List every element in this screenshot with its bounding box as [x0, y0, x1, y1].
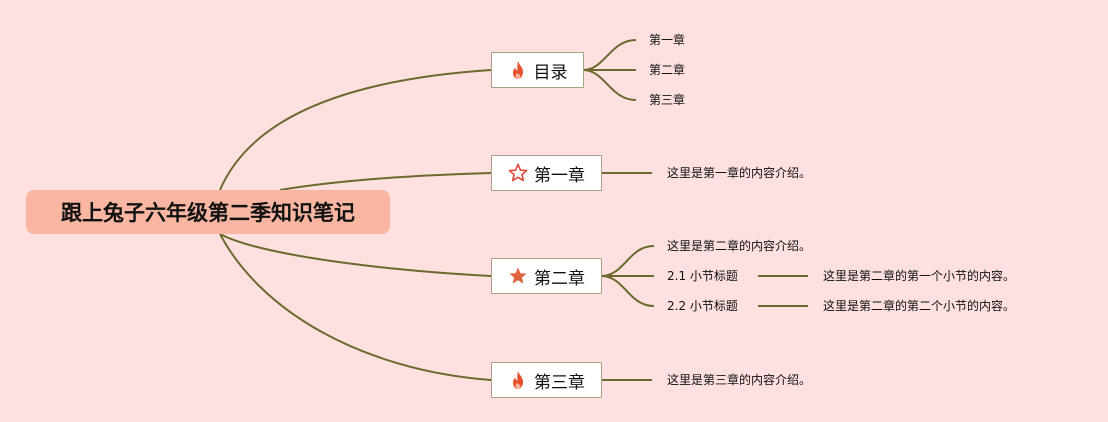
root-link-ch2 — [219, 233, 492, 277]
toc-link-1 — [582, 39, 637, 71]
section-2-2-title[interactable]: 2.2 小节标题 — [667, 299, 738, 313]
section-2-2-content[interactable]: 这里是第二章的第二个小节的内容。 — [823, 299, 1016, 313]
toc-item[interactable]: 第一章 — [649, 33, 686, 47]
fire-icon — [508, 60, 528, 80]
fire-icon — [508, 370, 528, 390]
toc-item[interactable]: 第二章 — [649, 63, 686, 77]
star-outline-icon — [508, 163, 528, 183]
topic-chapter-3[interactable]: 第三章 — [491, 362, 602, 398]
ch2-link-1 — [600, 245, 655, 277]
star-filled-icon — [508, 266, 528, 286]
section-2-1-content[interactable]: 这里是第二章的第一个小节的内容。 — [823, 269, 1016, 283]
topic-label: 第二章 — [534, 268, 585, 289]
toc-link-3 — [582, 69, 637, 101]
chapter-2-summary[interactable]: 这里是第二章的内容介绍。 — [667, 239, 812, 253]
chapter-3-summary[interactable]: 这里是第三章的内容介绍。 — [667, 373, 812, 387]
topic-chapter-2[interactable]: 第二章 — [491, 258, 602, 294]
root-topic[interactable]: 跟上兔子六年级第二季知识笔记 — [26, 190, 390, 234]
ch2-link-3 — [600, 275, 655, 307]
topic-chapter-1[interactable]: 第一章 — [491, 155, 602, 191]
root-link-ch3 — [219, 233, 492, 381]
topic-toc[interactable]: 目录 — [491, 52, 584, 88]
root-link-ch1 — [279, 172, 492, 191]
topic-label: 目录 — [533, 62, 568, 83]
chapter-1-summary[interactable]: 这里是第一章的内容介绍。 — [667, 166, 812, 180]
topic-label: 第一章 — [534, 165, 585, 186]
topic-label: 第三章 — [534, 372, 585, 393]
root-link-toc — [219, 69, 492, 191]
section-2-1-title[interactable]: 2.1 小节标题 — [667, 269, 738, 283]
toc-item[interactable]: 第三章 — [649, 93, 686, 107]
root-topic-label: 跟上兔子六年级第二季知识笔记 — [61, 201, 355, 225]
